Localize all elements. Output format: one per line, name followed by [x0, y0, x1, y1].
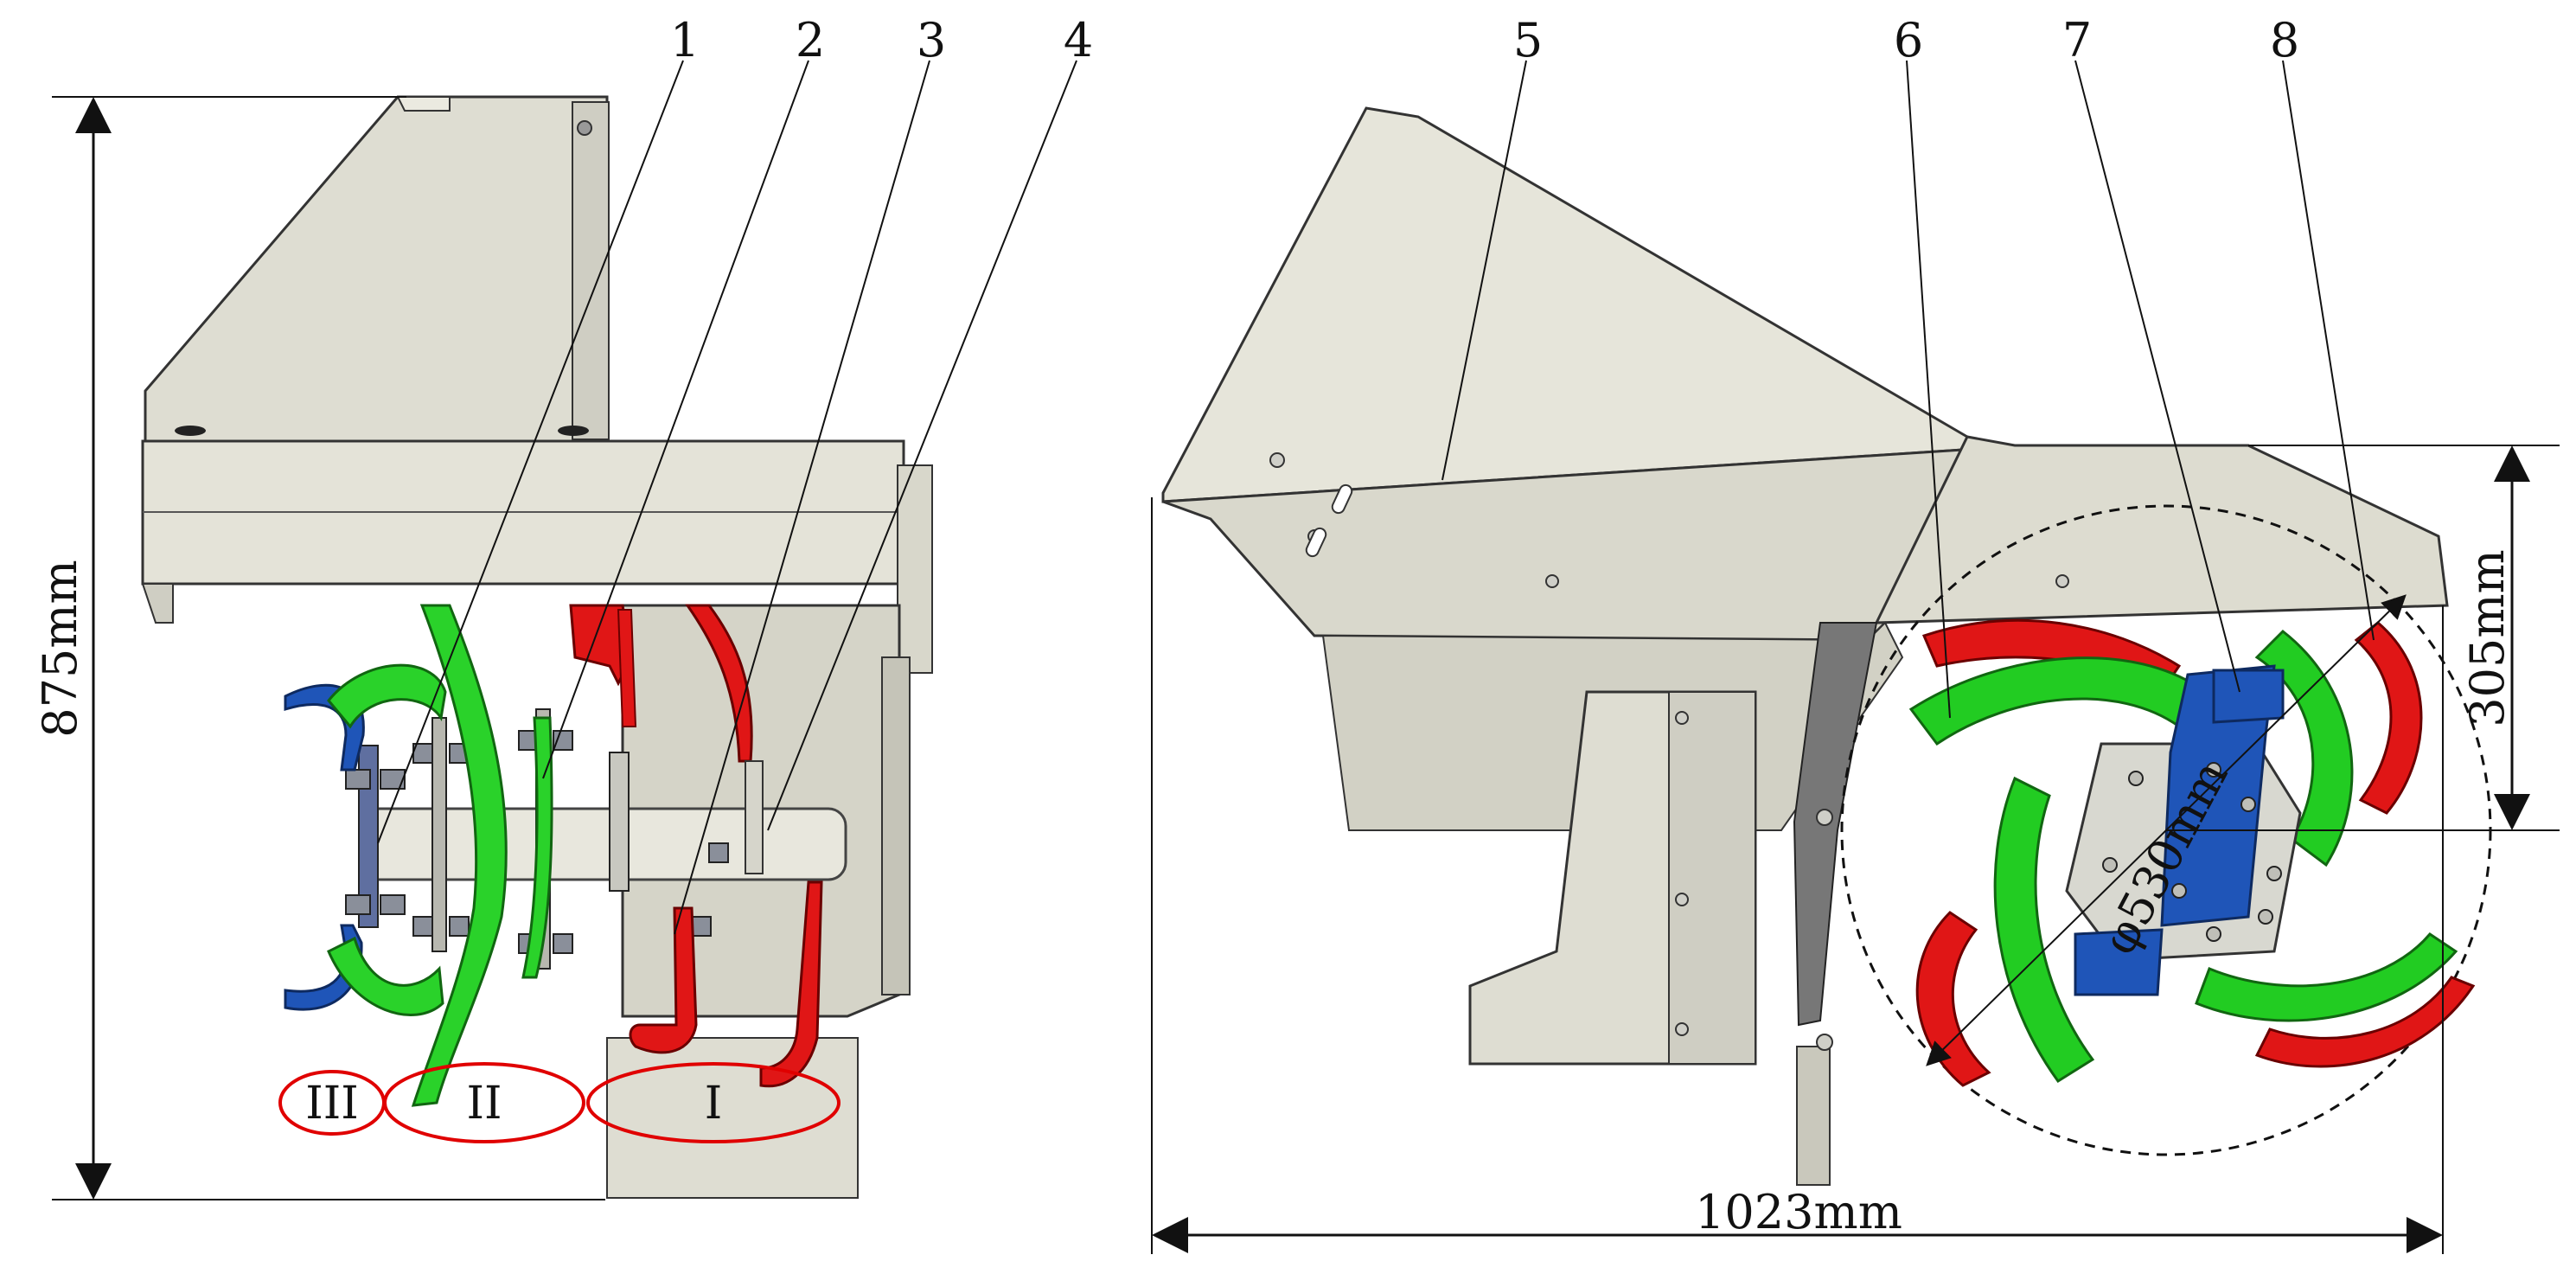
callout-5: 5	[1513, 13, 1543, 67]
beam-overhang	[141, 583, 174, 624]
callout-4: 4	[1064, 13, 1093, 67]
leader-5	[1441, 60, 1527, 481]
leader-8	[2282, 60, 2375, 641]
red-blade-top-left	[569, 604, 633, 687]
green-blade-long	[411, 604, 508, 1107]
callout-2: 2	[796, 13, 825, 67]
zone-label-II: II	[466, 1078, 502, 1130]
slot-hole	[558, 426, 589, 436]
flange-mid1	[431, 717, 447, 952]
bolt	[577, 120, 592, 136]
callout-7: 7	[2062, 13, 2092, 67]
leader-6	[1906, 60, 1951, 719]
beam-end-plate	[897, 464, 933, 674]
right-view: φ530mm 305mm 1023mm 5 6 7 8	[1151, 13, 2560, 1254]
slot-hole	[175, 426, 206, 436]
green-blade-slim	[521, 716, 553, 979]
green-blade-c-upper	[327, 663, 447, 729]
blue-blade-lower	[284, 924, 363, 1011]
dim-length-label: 1023mm	[1695, 1185, 1902, 1239]
zone-ring-I	[586, 1062, 841, 1143]
callout-3: 3	[917, 13, 946, 67]
right-hood-tail	[1874, 435, 2449, 624]
bolt-group	[345, 730, 729, 954]
leader-4	[767, 60, 1077, 831]
zone-ring-II	[383, 1062, 585, 1143]
leader-1	[377, 60, 684, 844]
right-side-plate	[1668, 691, 1756, 1065]
leader-2	[542, 60, 809, 779]
green-blade-c-lower	[327, 936, 444, 1016]
hood-upper	[144, 95, 609, 443]
callout-1: 1	[670, 13, 700, 67]
dim-height-label: 875mm	[33, 560, 87, 737]
zone-label-III: III	[305, 1078, 359, 1130]
callout-8: 8	[2270, 13, 2299, 67]
zone-label-I: I	[705, 1078, 723, 1130]
right-hood-upper	[1161, 106, 1969, 503]
callout-6: 6	[1894, 13, 1923, 67]
dim-depth-label: 305mm	[2460, 549, 2515, 727]
slot	[1331, 483, 1353, 515]
red-blade-bottom-left	[629, 906, 698, 1054]
gearbox-side-plate	[881, 656, 911, 996]
gearbox-foot	[606, 1037, 859, 1199]
hood-side-plate	[572, 101, 610, 440]
right-skid	[1793, 622, 1878, 1027]
red-blade-arm1	[617, 609, 637, 727]
leader-3	[674, 60, 930, 935]
red-blade-holder	[745, 760, 764, 874]
right-skid-foot	[1796, 1046, 1831, 1186]
red-blade-bottom-right	[759, 880, 823, 1088]
hood-top-band	[396, 96, 451, 112]
flange-right	[609, 752, 630, 892]
flange-left	[358, 745, 379, 928]
slot	[1305, 527, 1327, 558]
leader-7	[2074, 60, 2240, 693]
left-view: III II I 875mm 1 2 3 4	[33, 13, 1093, 1200]
